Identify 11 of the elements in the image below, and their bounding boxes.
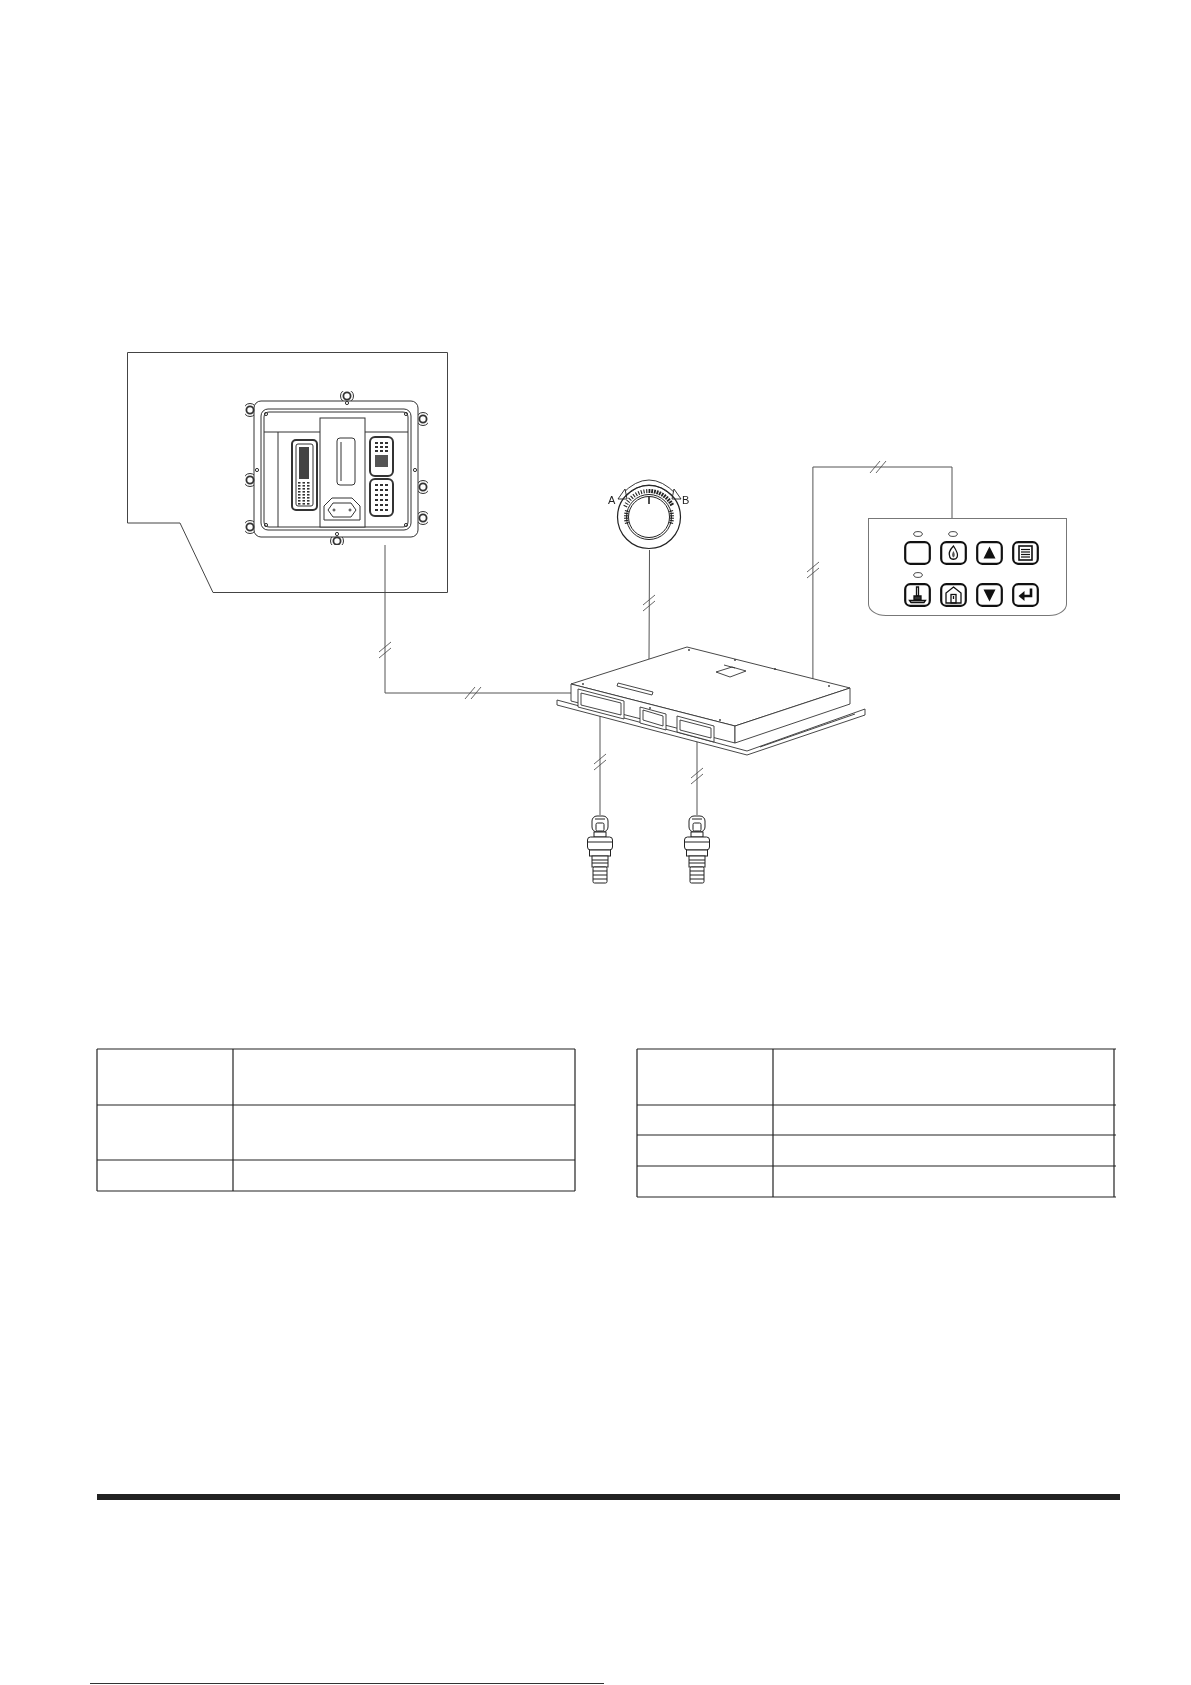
direction-label: B (682, 494, 690, 506)
pressure-sensor-drawing (682, 815, 712, 885)
inset-frame (127, 352, 448, 593)
controller-unit-drawing (556, 646, 867, 756)
wire-line (384, 544, 572, 694)
keypad-panel (868, 518, 1067, 616)
direction-label: A (608, 494, 616, 506)
control-module-drawing (245, 391, 428, 545)
wire-line (648, 549, 650, 660)
wire-line (812, 466, 953, 680)
pressure-sensor-drawing (585, 815, 615, 885)
